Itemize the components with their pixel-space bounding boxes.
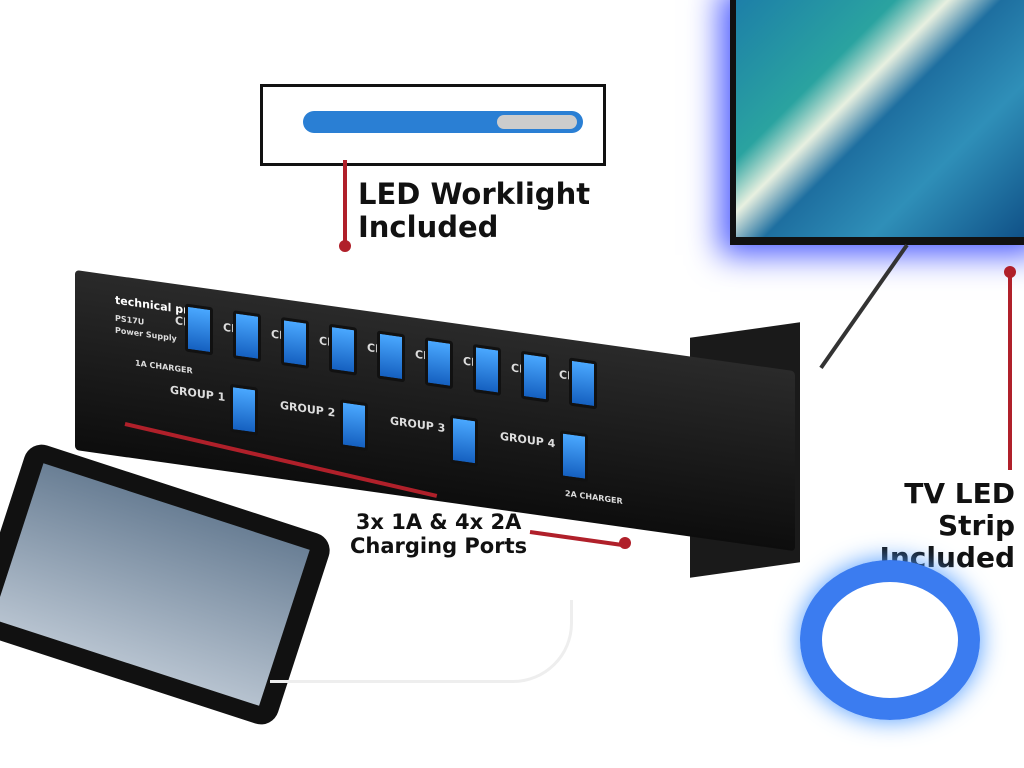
- channel-switch[interactable]: [425, 337, 453, 390]
- subtitle-label: Power Supply: [115, 325, 177, 344]
- worklight-pointer-line: [343, 160, 347, 245]
- ports-callout: 3x 1A & 4x 2A Charging Ports: [350, 510, 527, 558]
- group-label: GROUP 1: [170, 383, 226, 405]
- charger-2a-label: 2A CHARGER: [565, 488, 623, 506]
- tablet: [0, 440, 335, 730]
- charging-cable: [270, 600, 573, 683]
- tv-display: [730, 0, 1024, 245]
- model-label: PS17U: [115, 313, 145, 327]
- callout-line: Charging Ports: [350, 534, 528, 559]
- callout-line: TV LED Strip: [904, 477, 1015, 543]
- channel-switch[interactable]: [521, 350, 549, 403]
- strip-pointer-dot: [1004, 266, 1016, 278]
- callout-line: LED Worklight: [358, 177, 591, 211]
- group-label: GROUP 3: [390, 414, 446, 436]
- worklight-image-box: [260, 84, 606, 166]
- channel-switch[interactable]: [185, 303, 213, 356]
- group-switch[interactable]: [230, 383, 258, 436]
- tv-screen: [736, 0, 1024, 237]
- tv-cable: [819, 243, 909, 370]
- worklight-pointer-dot: [339, 240, 351, 252]
- channel-switch[interactable]: [473, 343, 501, 396]
- ports-pointer-dot: [619, 537, 631, 549]
- channel-switch[interactable]: [233, 310, 261, 363]
- tablet-screen: [0, 463, 310, 706]
- strip-pointer-line: [1008, 270, 1012, 470]
- led-worklight: [303, 111, 583, 133]
- channel-switch[interactable]: [281, 316, 309, 369]
- group-switch[interactable]: [340, 399, 368, 452]
- callout-line: 3x 1A & 4x 2A: [355, 510, 522, 534]
- channel-switch[interactable]: [377, 330, 405, 383]
- group-label: GROUP 4: [500, 429, 556, 451]
- channel-switch[interactable]: [329, 323, 357, 376]
- worklight-callout: LED Worklight Included: [358, 177, 591, 245]
- ports-pointer-line-right: [529, 530, 625, 548]
- group-switch[interactable]: [560, 430, 588, 483]
- callout-line: Included: [358, 210, 499, 245]
- tv-led-strip: [800, 560, 980, 720]
- charger-1a-label: 1A CHARGER: [135, 358, 193, 376]
- channel-switch[interactable]: [569, 357, 597, 410]
- group-label: GROUP 2: [280, 398, 336, 420]
- strip-callout: TV LED Strip Included: [835, 477, 1015, 575]
- group-switch[interactable]: [450, 414, 478, 467]
